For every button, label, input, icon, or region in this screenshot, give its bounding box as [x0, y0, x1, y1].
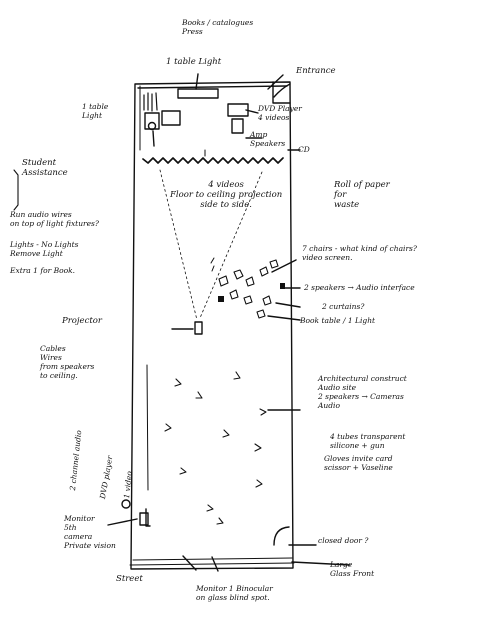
label-gloves: Gloves invite card scissor + Vaseline [324, 454, 393, 472]
speaker-marker-2 [218, 296, 224, 302]
monitor-box [139, 512, 149, 526]
label-chairs: 7 chairs - what kind of chairs? video sc… [302, 244, 417, 262]
entrance-door [272, 81, 291, 104]
dvd-player-circle [121, 499, 131, 509]
projector [194, 321, 203, 335]
label-speakers-right: 2 speakers → Audio interface [304, 283, 415, 292]
label-closed-door: closed door ? [318, 536, 369, 545]
label-videos: 4 videos Floor to ceiling projection sid… [170, 180, 283, 210]
label-curtains: 2 curtains? [322, 302, 365, 311]
dvd-player-box [227, 103, 249, 117]
label-architectural: Architectural construct Audio site 2 spe… [318, 374, 407, 410]
label-books: Books / catalogues Press [182, 18, 254, 36]
label-student: Student Assistance [22, 158, 68, 178]
room-outline [130, 81, 294, 570]
label-monitor: Monitor 5th camera Private vision [64, 514, 116, 550]
label-roll-paper: Roll of paper for waste [334, 180, 390, 210]
label-table-light-left: 1 table Light [82, 102, 109, 120]
label-entrance: Entrance [296, 66, 336, 76]
label-street: Street [116, 574, 143, 584]
label-table-light-top: 1 table Light [166, 57, 222, 67]
label-binocular: Monitor 1 Binocular on glass blind spot. [196, 584, 273, 602]
floor-markers [164, 371, 267, 525]
chairs-cluster [218, 259, 279, 319]
table-light-left-box [144, 112, 160, 130]
label-large-glass: Large Glass Front [330, 560, 375, 578]
label-cables: Cables Wires from speakers to ceiling. [40, 344, 95, 380]
top-table-light [177, 88, 219, 99]
label-book-table: Book table / 1 Light [300, 316, 376, 325]
label-amp-speakers: Amp Speakers [250, 130, 286, 148]
closed-door [273, 526, 290, 546]
projection-screen [142, 157, 284, 164]
label-projector: Projector [62, 316, 102, 326]
label-run-audio: Run audio wires on top of light fixtures… [10, 210, 99, 228]
label-extra-light: Extra 1 for Book. [10, 266, 76, 275]
label-cd: CD [298, 145, 310, 154]
label-tubes: 4 tubes transparent silicone + gun [330, 432, 406, 450]
speaker-marker [280, 283, 285, 289]
label-dvd-player: DVD Player 4 videos [258, 104, 302, 122]
label-lights: Lights - No Lights Remove Light [10, 240, 79, 258]
